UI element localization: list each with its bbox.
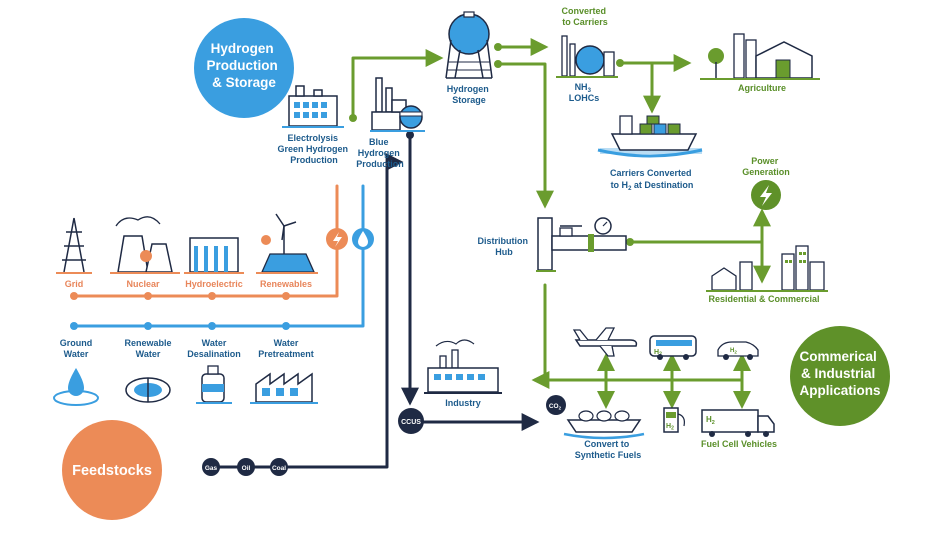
fossil-flow-line bbox=[203, 153, 404, 469]
carriers-destination-label: Carriers Converted to H2 at Destination bbox=[610, 168, 694, 192]
electricity-icon bbox=[326, 228, 348, 250]
badge-line: & Storage bbox=[212, 75, 276, 90]
blue-hydrogen-plant-icon bbox=[370, 77, 425, 132]
water-drop-icon bbox=[352, 228, 374, 250]
agriculture-label: Agriculture bbox=[738, 83, 786, 93]
svg-text:H2: H2 bbox=[666, 423, 674, 432]
svg-text:Coal: Coal bbox=[272, 465, 286, 472]
svg-text:H2: H2 bbox=[706, 415, 715, 426]
fossil-nodes: Gas Oil Coal bbox=[202, 458, 288, 476]
badge-line: Hydrogen bbox=[211, 41, 274, 56]
renewables-icon bbox=[256, 213, 318, 274]
energy-flow-line bbox=[72, 184, 339, 298]
electrolysis-label: Electrolysis Green Hydrogen Production bbox=[277, 133, 350, 165]
conversion-plant-icon bbox=[556, 35, 618, 78]
power-generation-label: Power Generation bbox=[742, 156, 790, 177]
bus-icon: H2 bbox=[649, 335, 697, 360]
flow-dots bbox=[70, 43, 634, 330]
svg-text:Renewables: Renewables bbox=[260, 279, 312, 289]
nuclear-plant-icon bbox=[110, 216, 180, 274]
residential-label: Residential & Commercial bbox=[708, 294, 819, 304]
fuel-cell-label: Fuel Cell Vehicles bbox=[701, 439, 777, 449]
production-storage-badge: Hydrogen Production & Storage bbox=[194, 18, 294, 118]
svg-text:CO2: CO2 bbox=[549, 403, 562, 411]
nh3-label: NH3 LOHCs bbox=[569, 82, 600, 103]
svg-text:Gas: Gas bbox=[205, 465, 218, 472]
blue-hydrogen-label: Blue Hydrogen Production bbox=[356, 137, 404, 169]
airplane-icon bbox=[572, 327, 638, 357]
car-icon: H2 bbox=[717, 341, 759, 360]
electrolysis-plant-icon bbox=[282, 85, 344, 128]
water-pretreatment-icon bbox=[250, 372, 318, 404]
lightning-icon bbox=[751, 180, 781, 210]
hub-to-applications-line bbox=[531, 283, 550, 389]
hydrogen-pump-icon: H2 bbox=[663, 407, 685, 433]
svg-text:Feedstocks: Feedstocks bbox=[72, 463, 152, 479]
storage-label: Hydrogen Storage bbox=[447, 84, 492, 105]
svg-text:Hydrogen Production: Hydrogen Production & Storage bbox=[206, 41, 281, 90]
tanker-ship-icon bbox=[563, 410, 645, 440]
svg-text:H2: H2 bbox=[730, 348, 737, 355]
hydrogen-truck-icon: H2 bbox=[701, 409, 775, 437]
svg-text:Hydroelectric: Hydroelectric bbox=[185, 279, 243, 289]
flow-lines bbox=[72, 38, 771, 469]
svg-text:Grid: Grid bbox=[65, 279, 84, 289]
feedstocks-badge: Feedstocks bbox=[62, 420, 162, 520]
city-buildings-icon bbox=[706, 245, 828, 292]
energy-source-labels: Grid Nuclear Hydroelectric Renewables bbox=[65, 279, 312, 289]
distribution-hub-label: Distribution Hub bbox=[477, 236, 530, 257]
synthetic-fuels-label: Convert to Synthetic Fuels bbox=[575, 439, 642, 460]
svg-text:Nuclear: Nuclear bbox=[126, 279, 160, 289]
renewable-water-icon bbox=[125, 377, 171, 403]
svg-text:CCUS: CCUS bbox=[401, 419, 421, 426]
factory-icon bbox=[424, 339, 502, 394]
industry-label: Industry bbox=[445, 398, 481, 408]
badge-line: Production bbox=[206, 58, 277, 73]
farm-icon bbox=[700, 33, 820, 80]
storage-to-hub-line bbox=[496, 62, 554, 209]
ground-water-icon bbox=[53, 368, 99, 406]
converted-carriers-label: Converted to Carriers bbox=[561, 6, 608, 27]
production-to-storage-line bbox=[351, 49, 444, 120]
grid-tower-icon bbox=[56, 217, 92, 274]
svg-text:Oil: Oil bbox=[242, 465, 251, 472]
hydrogen-storage-tank-icon bbox=[445, 11, 493, 79]
hub-to-end-use-line bbox=[628, 208, 771, 244]
pipeline-valve-icon bbox=[536, 217, 627, 272]
co2-node: CO2 bbox=[546, 395, 566, 415]
desalination-icon bbox=[196, 365, 232, 404]
ccus-node: CCUS bbox=[398, 408, 424, 434]
hydroelectric-dam-icon bbox=[184, 237, 244, 274]
cargo-ship-icon bbox=[597, 115, 703, 158]
applications-badge: Commerical & Industrial Applications bbox=[790, 326, 890, 426]
svg-text:Commerical & Industrial: Commerical & Industrial Applications bbox=[799, 349, 880, 398]
